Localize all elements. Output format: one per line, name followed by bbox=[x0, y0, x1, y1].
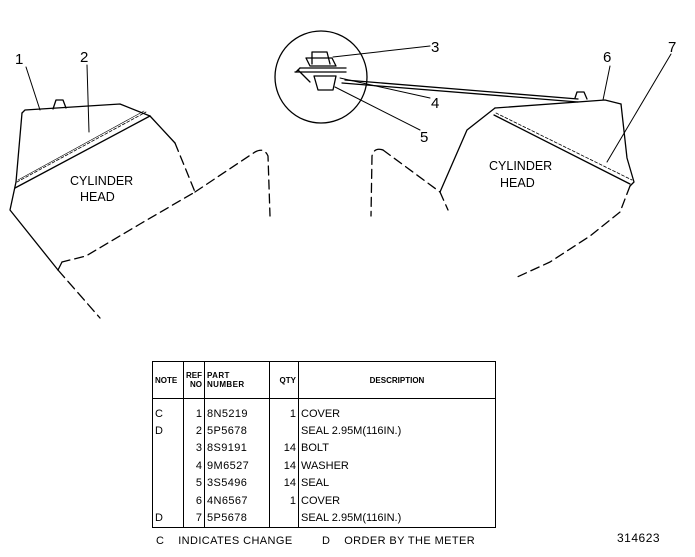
cell-description: BOLT bbox=[301, 442, 329, 455]
legend-c-code: C bbox=[156, 535, 165, 547]
right-head-label-line1: CYLINDER bbox=[489, 159, 552, 173]
cell-ref: 5 bbox=[183, 474, 205, 492]
cell-ref: 1 bbox=[183, 398, 205, 423]
cell-note: D bbox=[152, 422, 184, 440]
right-head-label-line2: HEAD bbox=[500, 176, 535, 190]
right-cylinder-head-outline bbox=[439, 91, 635, 279]
drawing-number: 314623 bbox=[617, 531, 661, 545]
cell-part-number: 3S5496 bbox=[204, 474, 270, 492]
note-legend: C INDICATES CHANGE D ORDER BY THE METER bbox=[156, 535, 475, 547]
cell-note bbox=[152, 439, 184, 458]
cell-note: C bbox=[152, 398, 184, 423]
cell-part-number: 8N5219 bbox=[204, 398, 270, 423]
cell-part-number: 5P5678 bbox=[204, 422, 270, 440]
cell-ref: 4 bbox=[183, 457, 205, 475]
cell-ref: 2 bbox=[183, 422, 205, 440]
cell-part-number: 4N6567 bbox=[204, 491, 270, 510]
callout-7: 7 bbox=[668, 39, 676, 56]
header-qty: QTY bbox=[269, 361, 299, 399]
cell-qty: 1 bbox=[269, 491, 299, 510]
cell-note: D bbox=[152, 509, 184, 528]
cylinder-head-cover-diagram: 1 2 3 4 5 6 7 CYLINDER HEAD CYLINDER HEA… bbox=[9, 30, 676, 319]
cell-part-number: 5P5678 bbox=[204, 509, 270, 528]
cell-part-number: 9M6527 bbox=[204, 457, 270, 475]
cell-note bbox=[152, 457, 184, 475]
cell-note bbox=[152, 491, 184, 510]
detail-magnifier bbox=[274, 30, 579, 124]
cell-description: COVER bbox=[301, 494, 341, 507]
cell-description: SEAL 2.95M(116IN.) bbox=[301, 512, 402, 525]
table-row: 4 9M6527 14 WASHER bbox=[152, 457, 496, 475]
cell-ref: 7 bbox=[183, 509, 205, 528]
legend-d-text: ORDER BY THE METER bbox=[344, 535, 476, 547]
cell-part-number: 8S9191 bbox=[204, 439, 270, 458]
cell-ref: 6 bbox=[183, 491, 205, 510]
table-row: D 2 5P5678 SEAL 2.95M(116IN.) bbox=[152, 422, 496, 440]
legend-d-code: D bbox=[322, 535, 331, 547]
left-head-label-line2: HEAD bbox=[80, 190, 115, 204]
callout-2: 2 bbox=[80, 49, 88, 66]
cell-description: SEAL 2.95M(116IN.) bbox=[301, 425, 402, 438]
cell-qty bbox=[269, 509, 299, 528]
cell-note bbox=[152, 474, 184, 492]
table-row: 6 4N6567 1 COVER bbox=[152, 491, 496, 510]
table-row: 3 8S9191 14 BOLT bbox=[152, 439, 496, 458]
table-row: D 7 5P5678 SEAL 2.95M(116IN.) bbox=[152, 509, 496, 528]
engine-block-valley bbox=[194, 148, 441, 217]
left-cylinder-head-outline bbox=[9, 99, 196, 319]
callout-5: 5 bbox=[420, 129, 428, 146]
cell-description: WASHER bbox=[301, 459, 349, 472]
left-head-label-line1: CYLINDER bbox=[70, 174, 133, 188]
table-row: 5 3S5496 14 SEAL bbox=[152, 474, 496, 492]
legend-c-text: INDICATES CHANGE bbox=[178, 535, 293, 547]
header-description: DESCRIPTION bbox=[298, 361, 496, 399]
callout-3: 3 bbox=[431, 39, 439, 56]
cell-ref: 3 bbox=[183, 439, 205, 458]
table-row: C 1 8N5219 1 COVER bbox=[152, 398, 496, 423]
cell-description: COVER bbox=[301, 407, 341, 420]
callout-4: 4 bbox=[431, 95, 439, 112]
callout-leaders bbox=[25, 45, 672, 163]
cell-qty: 14 bbox=[269, 474, 299, 492]
callout-1: 1 bbox=[15, 51, 23, 68]
cell-description: SEAL bbox=[301, 477, 330, 490]
cell-qty: 14 bbox=[269, 457, 299, 475]
cell-qty bbox=[269, 422, 299, 440]
callout-6: 6 bbox=[603, 49, 611, 66]
header-note: NOTE bbox=[152, 361, 184, 399]
cell-qty: 1 bbox=[269, 398, 299, 423]
cell-qty: 14 bbox=[269, 439, 299, 458]
